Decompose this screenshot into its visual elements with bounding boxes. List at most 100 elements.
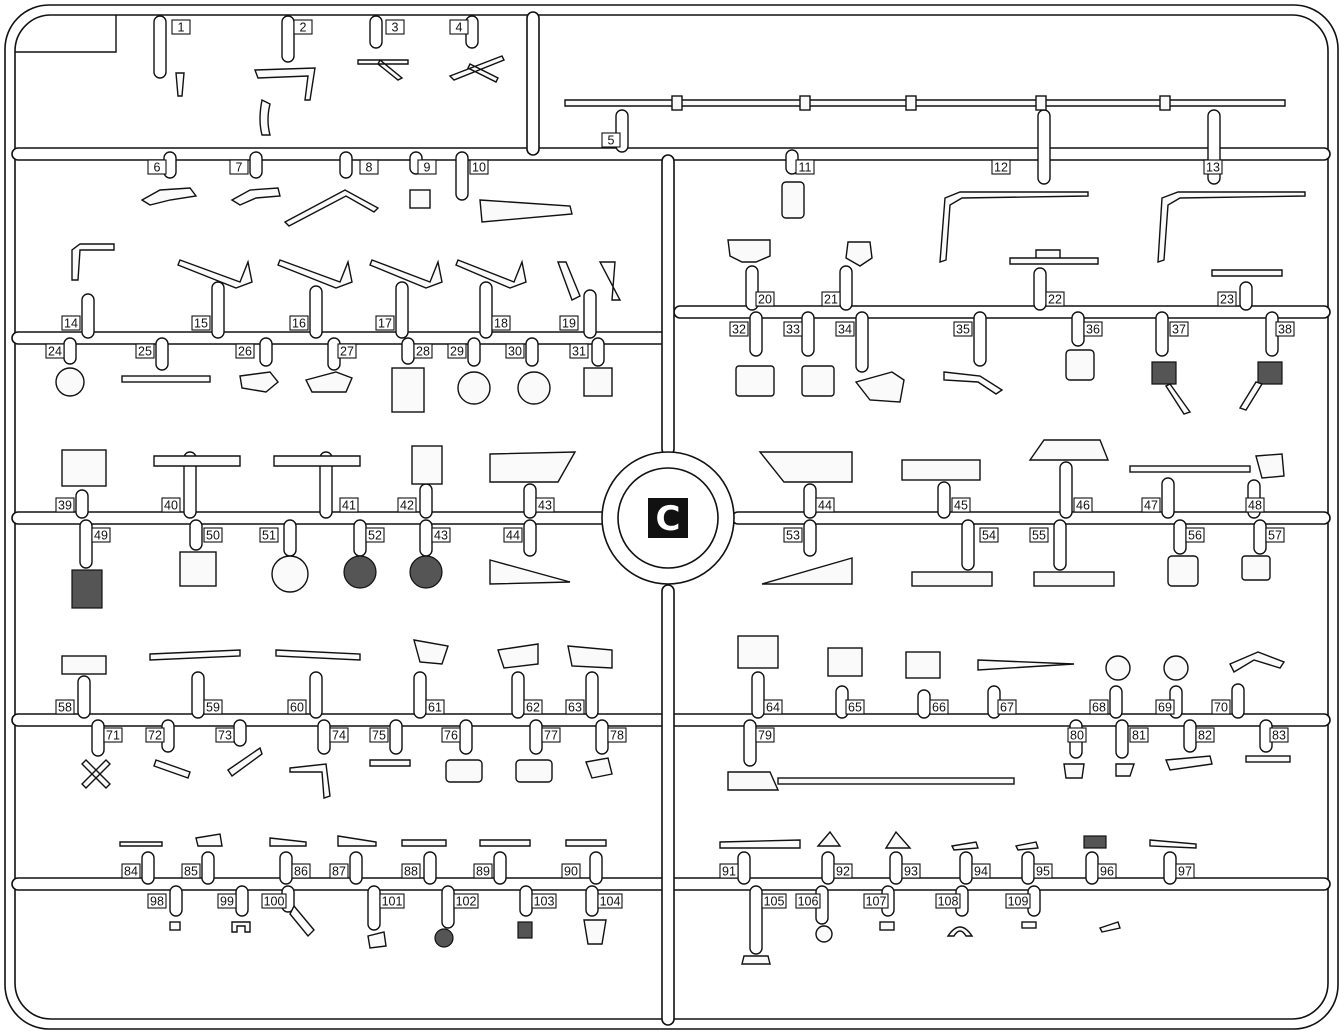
gate-99 bbox=[235, 885, 249, 917]
part-13-drawing bbox=[1157, 191, 1306, 263]
gate-98 bbox=[169, 885, 183, 917]
part-tag-12: 12 bbox=[991, 159, 1011, 175]
part-number-label: 60 bbox=[290, 701, 304, 715]
part-number-label: 7 bbox=[236, 161, 243, 175]
part-number-label: 35 bbox=[956, 323, 970, 337]
part-50-drawing bbox=[271, 555, 309, 593]
part-number-label: 43 bbox=[434, 529, 448, 543]
part-number-label: 63 bbox=[568, 701, 582, 715]
part-tag-89: 89 bbox=[473, 863, 493, 879]
part-number-label: 17 bbox=[378, 317, 392, 331]
part-number-label: 55 bbox=[1032, 529, 1046, 543]
gate-87 bbox=[349, 851, 363, 885]
gate-45 bbox=[937, 481, 951, 519]
part-37-arm bbox=[1164, 383, 1192, 415]
part-number-label: 68 bbox=[1092, 701, 1106, 715]
gate-61 bbox=[413, 671, 427, 719]
part-24-drawing bbox=[55, 367, 85, 397]
gate-59 bbox=[191, 671, 205, 719]
part-62-drawing bbox=[567, 645, 613, 669]
part-tag-63: 63 bbox=[565, 699, 585, 715]
part-tag-81: 81 bbox=[1129, 727, 1149, 743]
gate-35 bbox=[973, 311, 987, 367]
part-number-label: 109 bbox=[1008, 895, 1029, 909]
part-63-drawing bbox=[737, 635, 779, 669]
gate-74 bbox=[317, 719, 331, 755]
part-10-drawing bbox=[479, 199, 573, 223]
part-tag-26: 26 bbox=[235, 343, 255, 359]
part-number-label: 96 bbox=[1100, 865, 1114, 879]
corner-tab bbox=[15, 15, 117, 53]
gate-44 bbox=[523, 519, 537, 557]
part-number-label: 38 bbox=[1278, 323, 1292, 337]
part-number-label: 64 bbox=[766, 701, 780, 715]
gate-63 bbox=[585, 671, 599, 719]
part-8-drawing bbox=[283, 189, 380, 227]
gate-78 bbox=[595, 719, 609, 755]
part-48-drawing bbox=[71, 569, 103, 609]
gate-47 bbox=[1161, 477, 1175, 519]
part-number-label: 102 bbox=[456, 895, 477, 909]
part-tag-73: 73 bbox=[215, 727, 235, 743]
gate-82 bbox=[1183, 719, 1197, 753]
part-number-label: 23 bbox=[1220, 293, 1234, 307]
gate-25 bbox=[155, 337, 169, 371]
part-tag-46: 46 bbox=[1073, 497, 1093, 513]
part-1-drawing bbox=[175, 72, 185, 97]
gate-8 bbox=[339, 151, 353, 179]
gate-60 bbox=[309, 671, 323, 719]
part-number-label: 39 bbox=[58, 499, 72, 513]
part-number-label: 61 bbox=[428, 701, 442, 715]
part-number-label: 77 bbox=[544, 729, 558, 743]
gate-55 bbox=[1053, 519, 1067, 571]
part-number-label: 84 bbox=[124, 865, 138, 879]
gate-104 bbox=[585, 885, 599, 917]
gate-75 bbox=[389, 719, 403, 755]
gate-96 bbox=[1085, 851, 1099, 885]
part-number-label: 50 bbox=[206, 529, 220, 543]
part-number-label: 52 bbox=[368, 529, 382, 543]
part-tag-92: 92 bbox=[833, 863, 853, 879]
part-number-label: 32 bbox=[732, 323, 746, 337]
part-tag-7: 7 bbox=[229, 159, 249, 175]
part-tag-31: 31 bbox=[569, 343, 589, 359]
gate-19 bbox=[583, 289, 597, 339]
part-tag-6: 6 bbox=[147, 159, 167, 175]
part-37-drawing bbox=[1151, 361, 1177, 385]
part-49-drawing bbox=[179, 551, 217, 587]
gate-73 bbox=[233, 719, 247, 747]
part-88-drawing bbox=[479, 839, 531, 847]
part-number-label: 14 bbox=[64, 317, 78, 331]
part-tag-13: 13 bbox=[1203, 159, 1223, 175]
part-number-label: 79 bbox=[758, 729, 772, 743]
gate-12 bbox=[1037, 109, 1051, 185]
part-tag-76: 76 bbox=[441, 727, 461, 743]
part-tag-8: 8 bbox=[359, 159, 379, 175]
part-tag-24: 24 bbox=[45, 343, 65, 359]
gate-64 bbox=[751, 671, 765, 719]
part-12-drawing bbox=[939, 191, 1089, 263]
part-tag-84: 84 bbox=[121, 863, 141, 879]
part-73-drawing bbox=[289, 763, 331, 799]
part-number-label: 8 bbox=[366, 161, 373, 175]
part-72-drawing bbox=[227, 746, 263, 777]
part-89-drawing bbox=[565, 839, 607, 847]
part-tag-79: 79 bbox=[755, 727, 775, 743]
part-tag-43: 43 bbox=[431, 527, 451, 543]
gates bbox=[63, 15, 1279, 955]
part-tag-55: 55 bbox=[1029, 527, 1049, 543]
part-85-drawing bbox=[269, 837, 307, 847]
part-83-drawing bbox=[119, 841, 163, 847]
gate-17 bbox=[395, 281, 409, 339]
part-number-label: 42 bbox=[400, 499, 414, 513]
part-43b-drawing bbox=[761, 557, 853, 585]
part-5-collars bbox=[671, 95, 1171, 111]
part-number-label: 5 bbox=[608, 134, 615, 148]
gate-93 bbox=[889, 851, 903, 885]
gate-10 bbox=[455, 151, 469, 201]
part-tag-74: 74 bbox=[329, 727, 349, 743]
part-tag-58: 58 bbox=[55, 699, 75, 715]
part-tag-85: 85 bbox=[181, 863, 201, 879]
part-tag-66: 66 bbox=[929, 699, 949, 715]
part-94-drawing bbox=[1014, 841, 1039, 851]
